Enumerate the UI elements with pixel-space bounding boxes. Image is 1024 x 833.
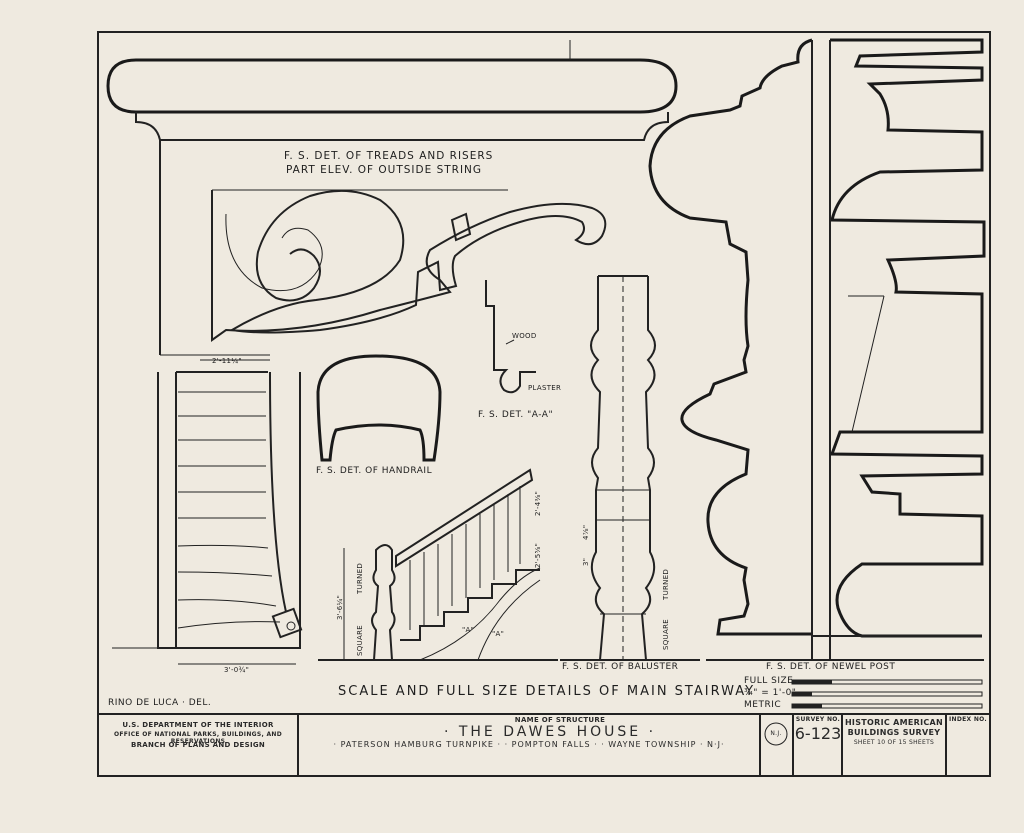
baluster-title: F. S. DET. OF BALUSTER: [562, 662, 679, 672]
dim-plan-bottom: 3'-0¾": [224, 666, 250, 674]
dim-baluster-a: 4⅞": [582, 524, 590, 540]
detail-aa-title: F. S. DET. "A-A": [478, 410, 554, 420]
survey-number: 6-123: [794, 724, 842, 743]
structure-name: · THE DAWES HOUSE ·: [443, 724, 657, 740]
stair-plan: [112, 359, 303, 665]
scale-metric: METRIC: [744, 700, 782, 710]
sheet-border: [97, 31, 991, 777]
habs-line-2: BUILDINGS SURVEY: [847, 728, 941, 737]
plaster-label: PLASTER: [528, 384, 562, 392]
dim-stair-height: 3'-6¼": [336, 594, 344, 620]
scroll-bracket: [211, 189, 607, 342]
sheet-info: SHEET 10 OF 15 SHEETS: [853, 739, 935, 746]
square-label-stair: SQUARE: [356, 625, 364, 656]
handrail-title: F. S. DET. OF HANDRAIL: [316, 466, 433, 476]
survey-label: SURVEY NO.: [795, 716, 841, 723]
structure-location: · PATERSON HAMBURG TURNPIKE · · POMPTON …: [333, 740, 725, 749]
dept-line-1: U.S. DEPARTMENT OF THE INTERIOR: [122, 721, 274, 729]
graphic-scales: [791, 679, 983, 709]
dept-line-3: BRANCH OF PLANS AND DESIGN: [130, 741, 266, 749]
index-label: INDEX NO.: [948, 716, 988, 723]
seal-text: N.J.: [770, 730, 782, 737]
turned-label-stair: TURNED: [356, 562, 364, 594]
tread-nosing-profile: [106, 40, 678, 356]
dim-stair-mid: 2'-5⅝": [534, 542, 542, 568]
outside-string-title: PART ELEV. OF OUTSIDE STRING: [286, 164, 483, 176]
structure-name-label: NAME OF STRUCTURE: [514, 716, 606, 724]
detail-aa-profile: [485, 280, 536, 394]
dept-line-2: OFFICE OF NATIONAL PARKS, BUILDINGS, AND…: [113, 731, 283, 745]
dim-baluster-b: 3": [582, 557, 590, 566]
wood-label: WOOD: [512, 332, 537, 340]
section-a-marker: "A": [462, 626, 475, 634]
treads-risers-title: F. S. DET. OF TREADS AND RISERS: [284, 150, 494, 162]
handrail-section: [316, 354, 442, 462]
scale-full-size: FULL SIZE: [744, 676, 794, 686]
square-label: SQUARE: [662, 619, 670, 650]
newel-title: F. S. DET. OF NEWEL POST: [766, 662, 896, 672]
survey-seal: [764, 722, 788, 746]
scale-quarter: ¾" = 1'-0": [744, 688, 797, 698]
section-a2-marker: "A": [492, 630, 505, 638]
stair-elevation: [318, 468, 558, 661]
dim-stair-top: 2'-4⅜": [534, 490, 542, 516]
dim-plan-top: 2'-11¼": [212, 357, 242, 365]
delineator-credit: RINO DE LUCA · DEL.: [108, 698, 212, 708]
newel-post-detail: [648, 38, 986, 661]
habs-line-1: HISTORIC AMERICAN: [844, 718, 944, 727]
turned-label: TURNED: [662, 568, 670, 600]
main-drawing-title: SCALE AND FULL SIZE DETAILS OF MAIN STAI…: [338, 684, 756, 699]
baluster-detail: [560, 275, 700, 661]
